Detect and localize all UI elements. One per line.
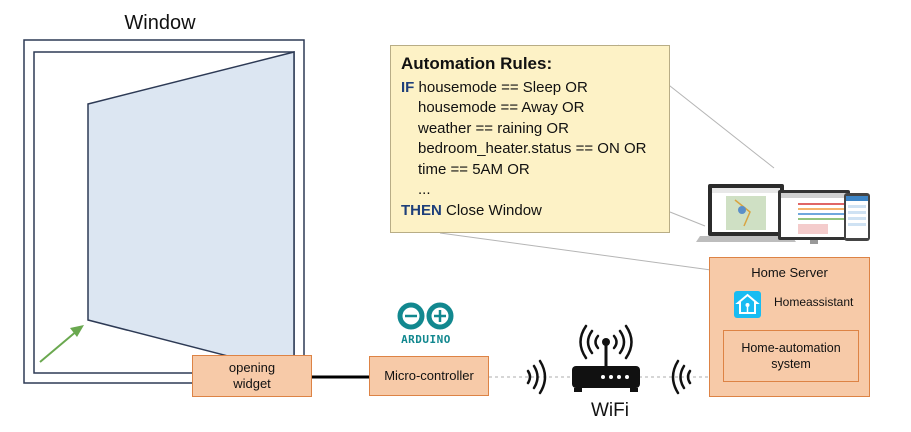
home-automation-system-box: Home-automation system	[723, 330, 859, 382]
open-direction-arrow	[39, 329, 79, 363]
microcontroller-label: Micro-controller	[384, 368, 474, 383]
rule-condition: bedroom_heater.status == ON OR	[418, 140, 647, 157]
rule-action: Close Window	[446, 201, 542, 219]
microcontroller-box: Micro-controller	[369, 356, 489, 396]
rules-if-line: IF housemode == Sleep OR	[401, 78, 669, 99]
signal-waves-left-icon	[526, 359, 547, 395]
wifi-label: WiFi	[591, 400, 629, 421]
signal-waves-right-icon	[671, 359, 692, 395]
rule-condition: housemode == Away OR	[418, 99, 585, 116]
callout-line-bottom	[439, 232, 712, 271]
opening-widget-label: opening widget	[228, 360, 276, 391]
rules-title: Automation Rules:	[401, 54, 553, 73]
arduino-logo-icon	[397, 302, 454, 330]
open-direction-arrowhead	[70, 325, 84, 337]
window-pane	[87, 51, 295, 374]
arduino-symbols	[405, 310, 446, 322]
home-server-box: Home Server Homeassistant Home-automatio…	[709, 257, 870, 397]
arduino-logo-text: ARDUINO	[401, 333, 451, 346]
homeassistant-label: Homeassistant	[774, 295, 854, 309]
devices-illustration	[696, 184, 870, 244]
router-icon	[572, 324, 640, 392]
homeassistant-logo-icon	[734, 291, 761, 318]
opening-widget-box: opening widget	[192, 355, 312, 397]
rules-then-line: THEN Close Window	[401, 201, 669, 222]
window-title: Window	[124, 12, 196, 34]
then-keyword: THEN	[401, 201, 442, 219]
automation-rules-box: Automation Rules: IF housemode == Sleep …	[390, 45, 670, 233]
window-outer-frame	[23, 39, 305, 384]
home-server-title: Home Server	[751, 265, 828, 280]
rule-condition: time == 5AM OR	[418, 160, 530, 178]
rule-condition: housemode == Sleep OR	[418, 78, 588, 96]
if-keyword: IF	[401, 78, 415, 96]
rule-condition: weather == raining OR	[418, 119, 569, 137]
callout-line-mid	[669, 211, 706, 227]
home-automation-system-label: Home-automation system	[741, 341, 841, 371]
rule-condition: ...	[418, 181, 431, 198]
